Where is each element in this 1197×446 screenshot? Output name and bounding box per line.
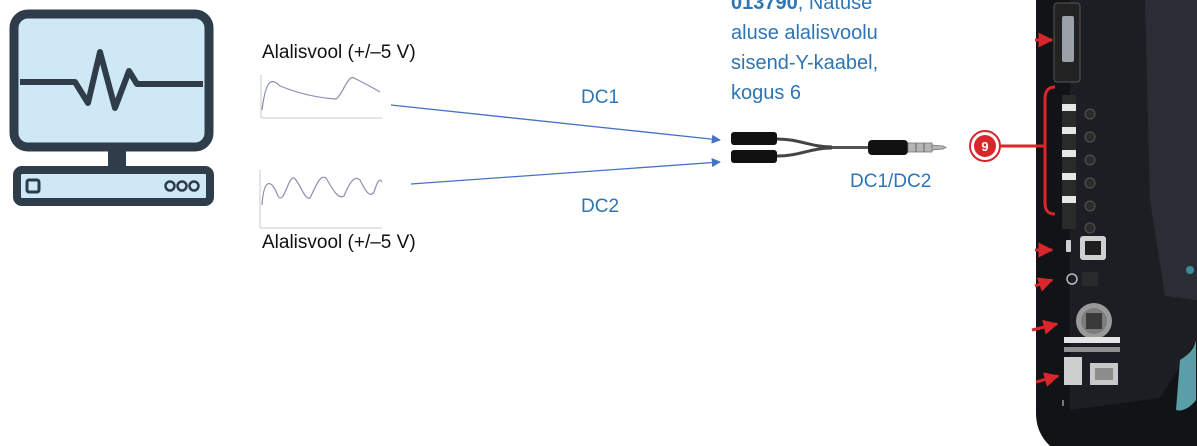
description-line-2: aluse alalisvoolu	[731, 22, 878, 44]
label-alalisvool-bottom: Alalisvool (+/–5 V)	[262, 232, 416, 253]
red-pointer-arrows	[1031, 32, 1060, 387]
waveform-dc2-thumbnail	[259, 170, 383, 229]
cable-description: 013790, Natuse aluse alalisvoolu sisend-…	[731, 0, 971, 108]
description-line-3: sisend-Y-kaabel,	[731, 52, 879, 74]
description-line-1: , Natuse	[797, 0, 873, 14]
arrow-dc1	[390, 104, 721, 144]
y-cable-image	[731, 132, 947, 163]
arrow-dc2	[410, 158, 721, 185]
label-dc2: DC2	[581, 196, 620, 217]
device-panel-image	[1006, 0, 1197, 446]
label-alalisvool-top: Alalisvool (+/–5 V)	[262, 42, 416, 63]
part-number: 013790	[731, 0, 798, 14]
callout-badge: 9	[969, 130, 1001, 162]
callout-number: 9	[981, 139, 988, 154]
label-dc1: DC1	[581, 87, 620, 108]
label-dc1-dc2: DC1/DC2	[850, 171, 932, 192]
callout-bracket	[999, 85, 1056, 216]
description-line-4: kogus 6	[731, 82, 802, 104]
waveform-dc1-thumbnail	[260, 75, 382, 119]
monitor-icon	[9, 9, 214, 206]
